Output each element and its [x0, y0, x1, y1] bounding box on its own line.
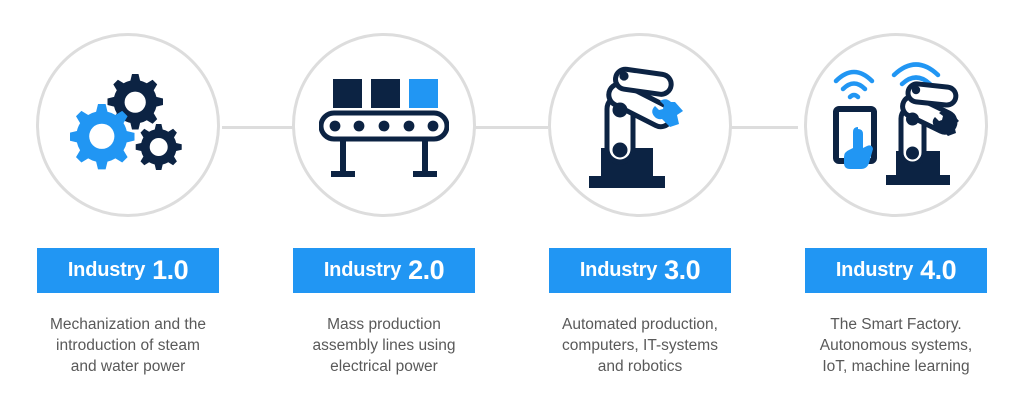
- belt-box-1: [333, 79, 362, 108]
- badge-word-label: Industry: [835, 259, 914, 281]
- robot-arm-icon: [579, 62, 701, 188]
- caption-industry-3: Automated production, computers, IT-syst…: [562, 316, 718, 375]
- stage-industry-2: Industry 2.0 Mass production assembly li…: [256, 0, 512, 409]
- badge-industry-2: Industry 2.0: [293, 248, 475, 293]
- stage-industry-3: Industry 3.0 Automated production, compu…: [512, 0, 768, 409]
- badge-industry-4: Industry 4.0: [805, 248, 987, 293]
- badge-version-label: 1.0: [152, 255, 189, 285]
- gears-icon: [70, 72, 186, 178]
- badge-version-label: 3.0: [664, 255, 701, 285]
- icon-circle-industry-3: [548, 33, 732, 217]
- badge-industry-3: Industry 3.0: [549, 248, 731, 293]
- conveyor-belt-icon: [319, 71, 449, 179]
- pointing-hand-icon: [844, 127, 873, 169]
- badge-version-label: 2.0: [408, 255, 445, 285]
- stage-industry-1: Industry 1.0 Mechanization and the intro…: [0, 0, 256, 409]
- icon-circle-industry-4: [804, 33, 988, 217]
- icon-circle-industry-2: [292, 33, 476, 217]
- belt-box-2: [371, 79, 400, 108]
- badge-industry-1: Industry 1.0: [37, 248, 219, 293]
- caption-industry-1: Mechanization and the introduction of st…: [50, 316, 206, 375]
- badge-word-label: Industry: [323, 259, 402, 281]
- wifi-signal-icon-left: [833, 69, 875, 100]
- stage-industry-4: Industry 4.0 The Smart Factory. Autonomo…: [768, 0, 1024, 409]
- badge-version-label: 4.0: [920, 255, 957, 285]
- badge-word-label: Industry: [67, 259, 146, 281]
- badge-word-label: Industry: [579, 259, 658, 281]
- smart-factory-iot-icon: [824, 55, 968, 195]
- caption-industry-4: The Smart Factory. Autonomous systems, I…: [819, 316, 973, 375]
- icon-circle-industry-1: [36, 33, 220, 217]
- belt-box-3: [409, 79, 438, 108]
- caption-industry-2: Mass production assembly lines using ele…: [312, 316, 456, 375]
